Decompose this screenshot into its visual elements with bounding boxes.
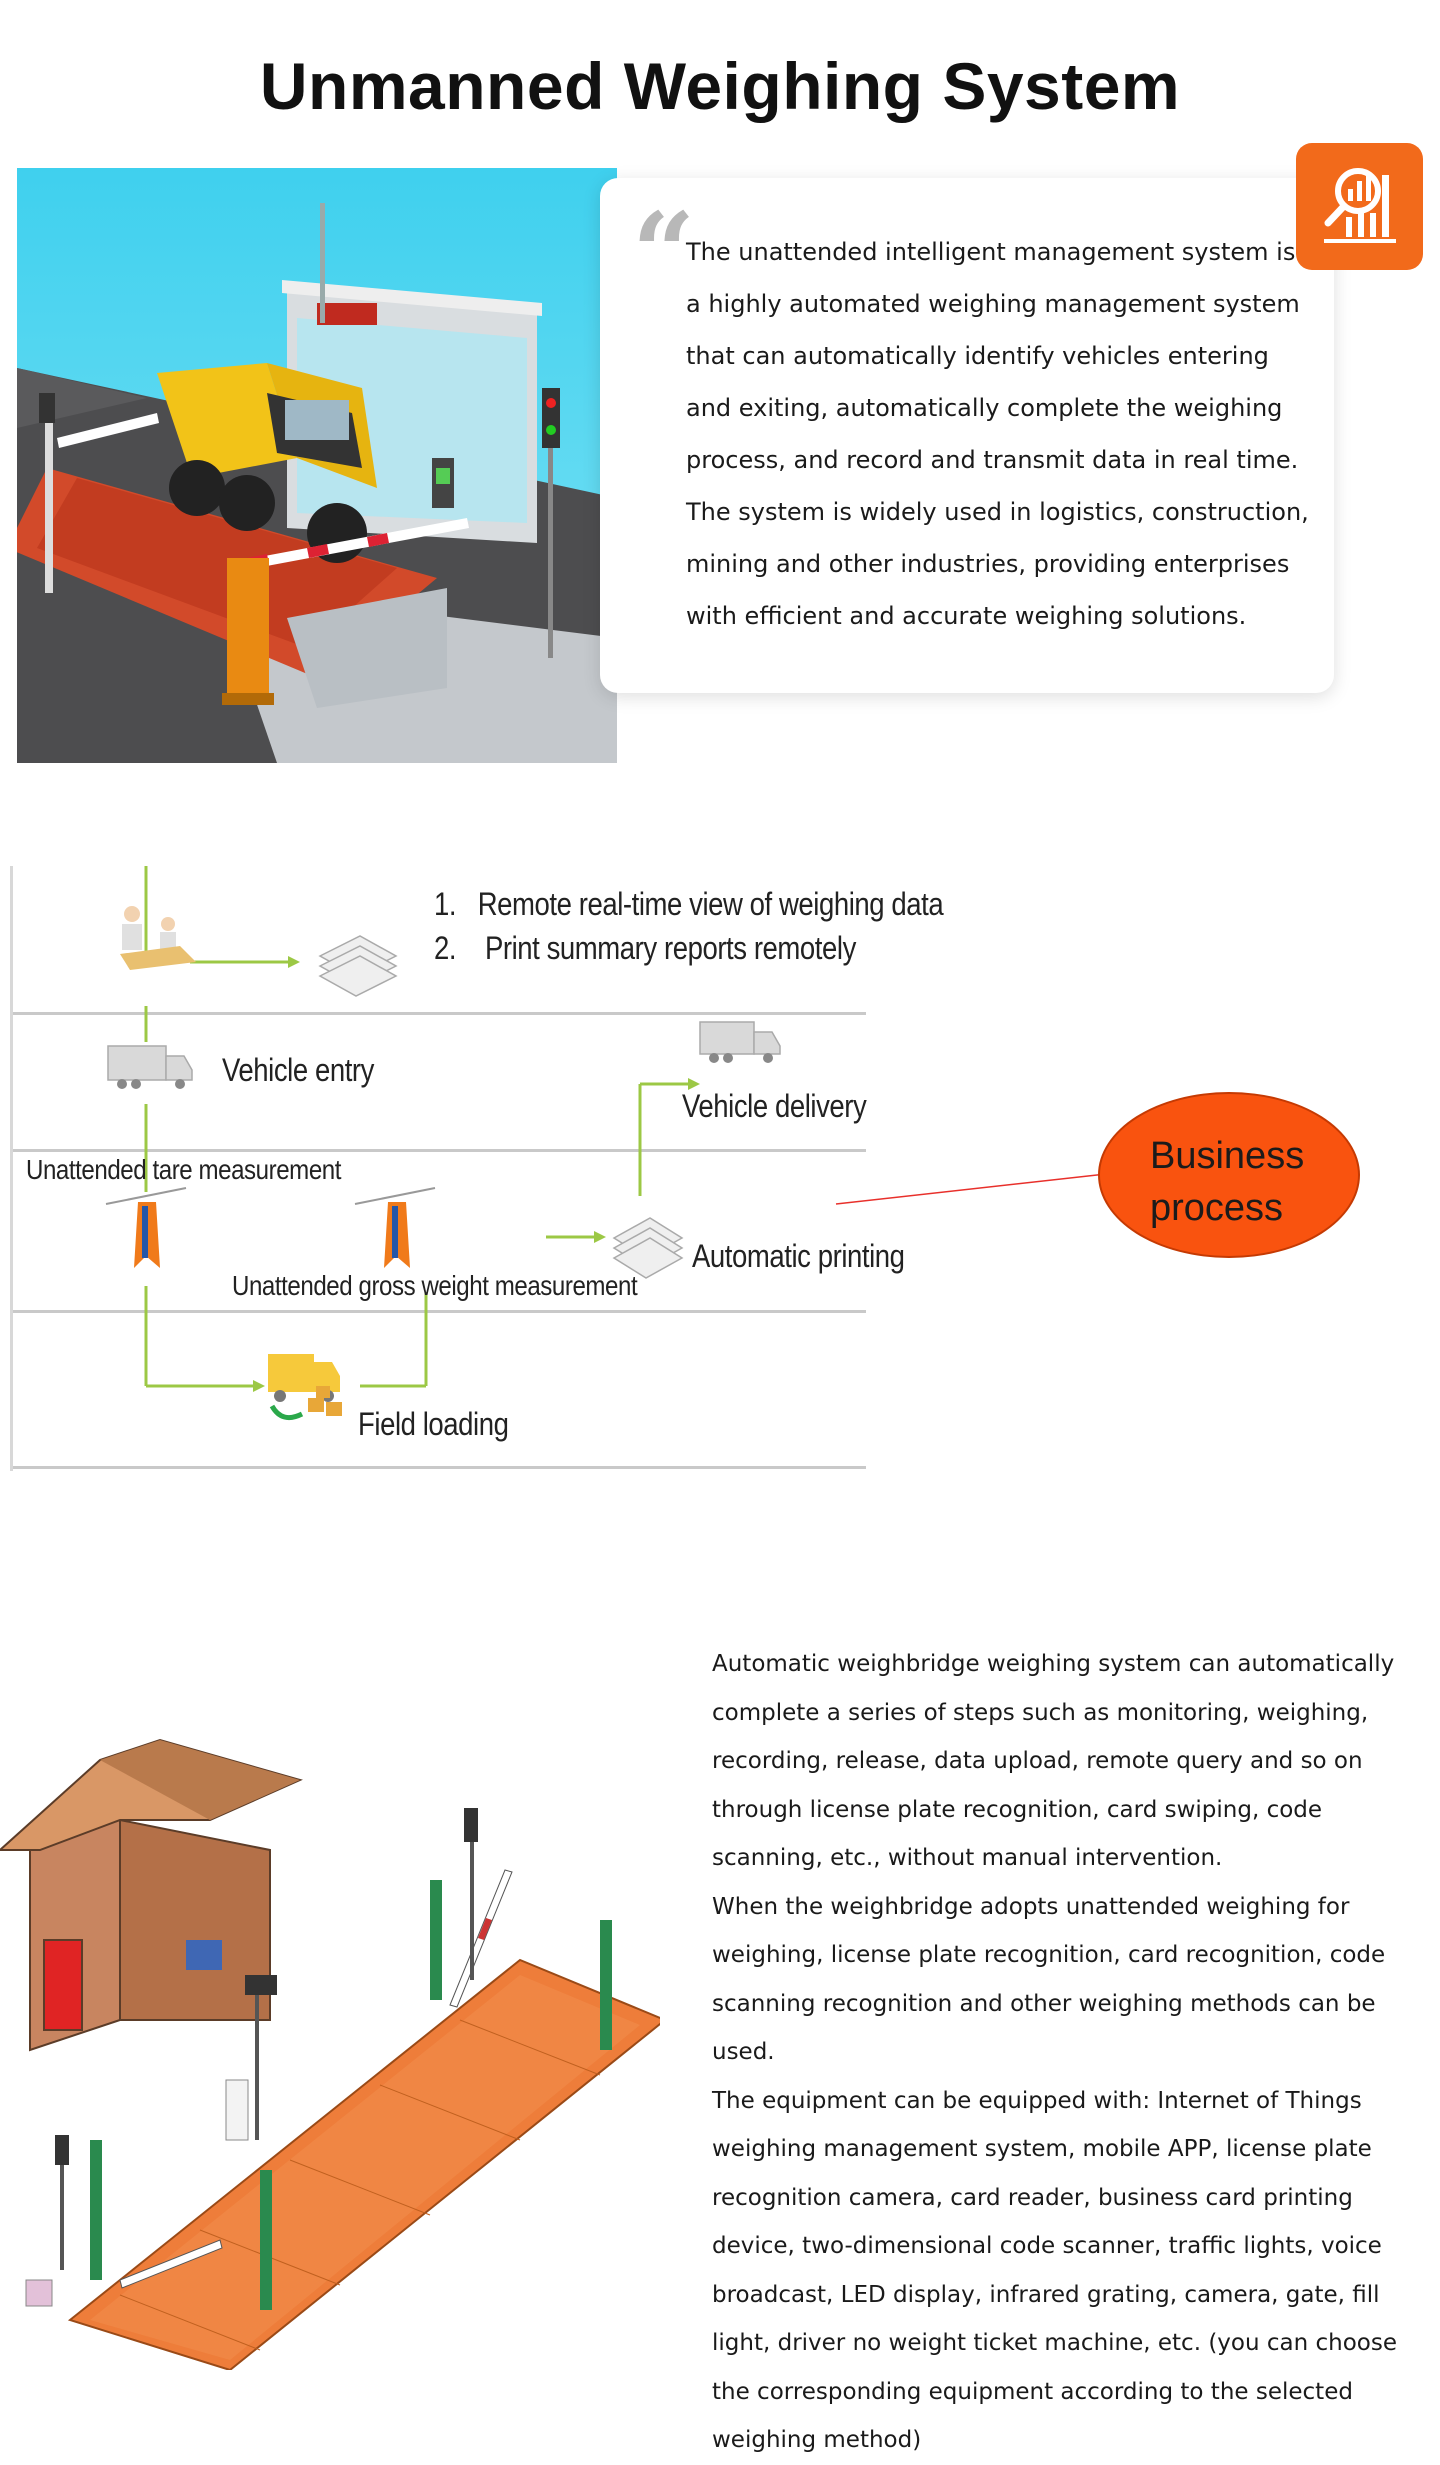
weighbridge-description: Automatic weighbridge weighing system ca… bbox=[712, 1640, 1424, 2465]
business-process-label: Business process bbox=[1150, 1135, 1305, 1229]
process-list-item-1: 1. Remote real-time view of weighing dat… bbox=[434, 886, 944, 922]
left-border bbox=[10, 866, 13, 1471]
business-process-diagram: 1. Remote real-time view of weighing dat… bbox=[10, 866, 944, 1471]
desc-paragraph-3: The equipment can be equipped with: Inte… bbox=[712, 2087, 1397, 2454]
flow-arrows bbox=[105, 866, 781, 1421]
analytics-icon bbox=[1323, 167, 1396, 243]
quote-mark-icon: “ bbox=[632, 188, 696, 317]
lane-divider bbox=[10, 1466, 866, 1469]
vehicle-entry-label: Vehicle entry bbox=[222, 1052, 374, 1088]
field-loading-icon bbox=[268, 1354, 342, 1421]
callout-connector bbox=[835, 1173, 1107, 1205]
weighbridge-illustration bbox=[0, 1720, 667, 2372]
lane-divider bbox=[10, 1149, 866, 1152]
business-process-bubble bbox=[1098, 1092, 1360, 1258]
desc-paragraph-1: Automatic weighbridge weighing system ca… bbox=[712, 1651, 1395, 1871]
intro-text: The unattended intelligent management sy… bbox=[686, 238, 1309, 630]
vehicle-delivery-label: Vehicle delivery bbox=[682, 1088, 867, 1124]
desc-paragraph-2: When the weighbridge adopts unattended w… bbox=[712, 1893, 1386, 2066]
tare-measurement-label: Unattended tare measurement bbox=[26, 1154, 342, 1185]
process-list-item-2: 2. Print summary reports remotely bbox=[434, 930, 856, 966]
field-loading-label: Field loading bbox=[358, 1406, 509, 1442]
description-card bbox=[600, 178, 1334, 693]
lane-divider bbox=[10, 1012, 866, 1015]
page-title: Unmanned Weighing System bbox=[259, 49, 1181, 123]
lane-divider bbox=[10, 1310, 866, 1313]
analytics-badge bbox=[1296, 143, 1423, 270]
automatic-printing-label: Automatic printing bbox=[692, 1238, 905, 1274]
weighing-station-illustration bbox=[17, 168, 617, 763]
gross-measurement-label: Unattended gross weight measurement bbox=[232, 1270, 638, 1301]
operators-icon bbox=[120, 906, 196, 970]
